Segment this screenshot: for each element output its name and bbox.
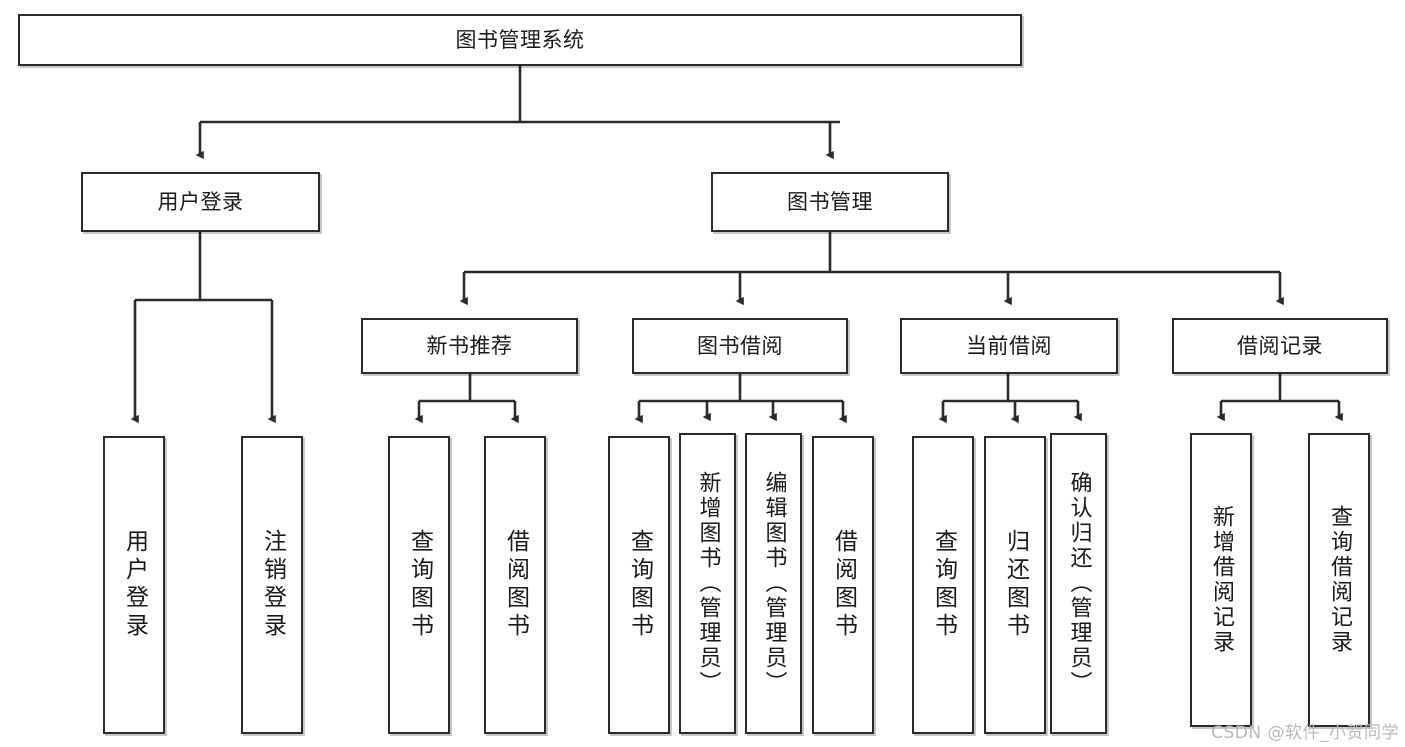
node-user-login-label: 用户登录 — [157, 189, 244, 214]
watermark-label: CSDN @软件_小贺同学 — [1211, 723, 1399, 743]
node-new-book-recommend[interactable]: 新书推荐 — [361, 318, 578, 374]
node-current-borrow[interactable]: 当前借阅 — [900, 318, 1118, 374]
node-leaf-user-login-label: 用户登录 — [121, 529, 148, 641]
node-book-borrow-label: 图书借阅 — [697, 333, 783, 358]
node-new-book-recommend-label: 新书推荐 — [426, 333, 513, 358]
node-leaf-add-book-label: 新增图书（管理员） — [695, 471, 721, 696]
node-leaf-edit-book[interactable]: 编辑图书（管理员） — [745, 433, 802, 734]
node-leaf-add-record-label: 新增借阅记录 — [1209, 505, 1234, 655]
node-leaf-return-book-label: 归还图书 — [1002, 529, 1029, 641]
node-leaf-query-record-label: 查询借阅记录 — [1327, 505, 1352, 655]
node-root[interactable]: 图书管理系统 — [18, 14, 1022, 66]
node-leaf-borrow-book-1-label: 借阅图书 — [502, 529, 529, 641]
node-book-borrow[interactable]: 图书借阅 — [632, 318, 848, 374]
node-current-borrow-label: 当前借阅 — [966, 333, 1052, 358]
node-leaf-borrow-book-2-label: 借阅图书 — [830, 529, 857, 641]
node-leaf-query-book-2[interactable]: 查询图书 — [608, 436, 670, 734]
node-leaf-query-book-1-label: 查询图书 — [406, 529, 433, 641]
node-leaf-add-record[interactable]: 新增借阅记录 — [1190, 433, 1252, 727]
node-leaf-user-login[interactable]: 用户登录 — [103, 436, 165, 734]
node-leaf-query-book-1[interactable]: 查询图书 — [388, 436, 450, 734]
node-leaf-logout-login-label: 注销登录 — [259, 529, 286, 641]
node-root-label: 图书管理系统 — [455, 27, 585, 52]
node-user-login[interactable]: 用户登录 — [81, 172, 320, 232]
node-leaf-query-record[interactable]: 查询借阅记录 — [1308, 433, 1370, 727]
node-book-manage[interactable]: 图书管理 — [711, 172, 949, 232]
node-leaf-return-book[interactable]: 归还图书 — [984, 436, 1046, 734]
node-leaf-query-book-3-label: 查询图书 — [930, 529, 957, 641]
node-leaf-logout-login[interactable]: 注销登录 — [241, 436, 303, 734]
node-leaf-edit-book-label: 编辑图书（管理员） — [761, 471, 787, 696]
node-leaf-add-book[interactable]: 新增图书（管理员） — [679, 433, 736, 734]
node-borrow-record-label: 借阅记录 — [1237, 333, 1323, 358]
node-leaf-borrow-book-2[interactable]: 借阅图书 — [812, 436, 874, 734]
node-leaf-query-book-2-label: 查询图书 — [626, 529, 653, 641]
node-leaf-borrow-book-1[interactable]: 借阅图书 — [484, 436, 546, 734]
node-borrow-record[interactable]: 借阅记录 — [1172, 318, 1388, 374]
node-leaf-confirm-return[interactable]: 确认归还（管理员） — [1050, 433, 1107, 734]
node-book-manage-label: 图书管理 — [787, 189, 873, 214]
node-leaf-confirm-return-label: 确认归还（管理员） — [1066, 471, 1092, 696]
node-leaf-query-book-3[interactable]: 查询图书 — [912, 436, 974, 734]
